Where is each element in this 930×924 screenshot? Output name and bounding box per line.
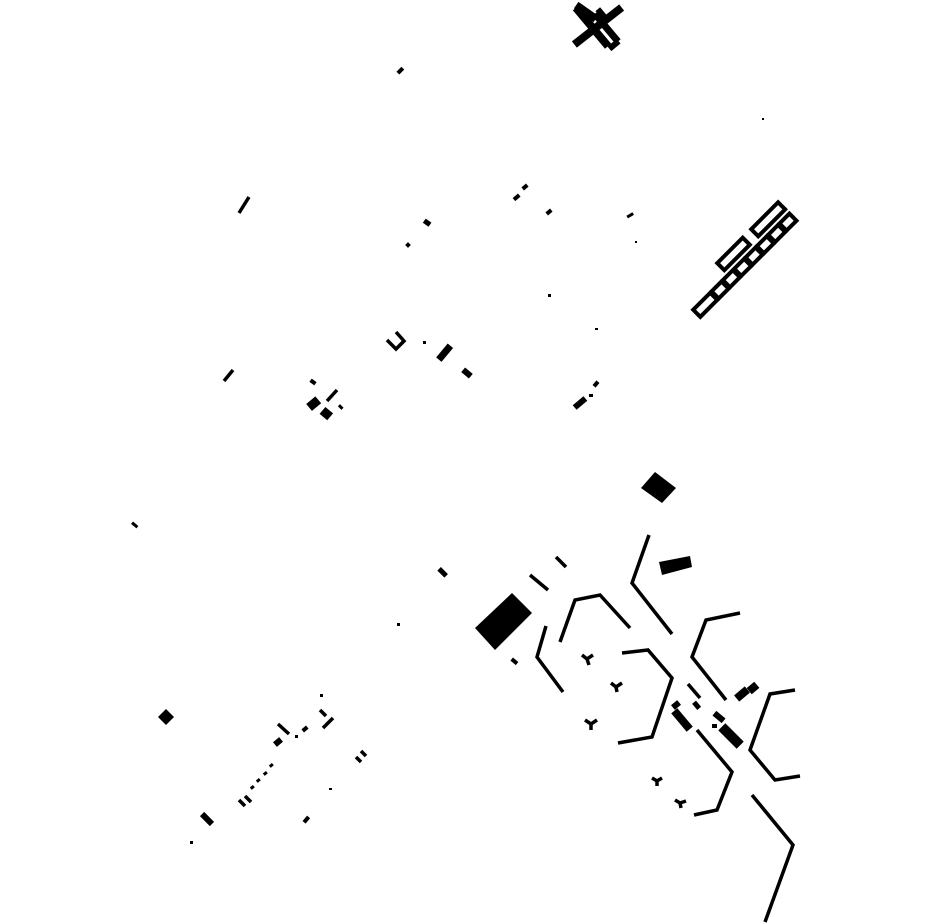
linear-buildings: [528, 534, 801, 923]
small-buildings-north: [237, 66, 764, 330]
buildings-east-cluster: [671, 681, 760, 749]
y-structures: [580, 653, 687, 809]
building-complex-top: [571, 1, 625, 52]
row-houses: [690, 199, 800, 320]
buildings-southwest: [190, 694, 368, 844]
buildings-middle: [222, 330, 600, 421]
buildings-south: [131, 472, 692, 725]
